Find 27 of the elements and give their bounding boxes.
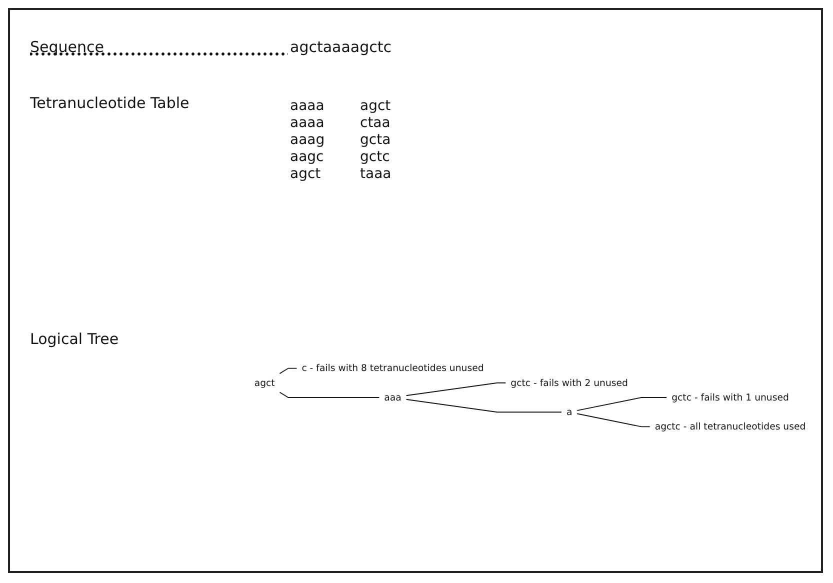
node-text: gctc - fails with 2 unused <box>510 377 628 388</box>
table-cell-text: aaag <box>290 132 326 148</box>
table-cell-text: agct <box>360 98 392 114</box>
connector <box>279 392 380 398</box>
connector <box>279 368 298 374</box>
node-text: c - fails with 8 tetranucleotides unused <box>302 362 484 374</box>
connector <box>576 397 668 412</box>
node-text: gctc - fails with 1 unused <box>672 392 789 403</box>
table-cell-text: aaaa <box>290 115 326 131</box>
table-cell-text: taaa <box>360 166 392 182</box>
node-text: aaa <box>384 392 402 403</box>
connector <box>406 382 506 396</box>
sequence-text: agctaaaagctc <box>290 38 392 56</box>
node-text: agct <box>254 377 275 388</box>
table-cell-text: aagc <box>290 149 325 165</box>
node-text: a <box>566 406 572 418</box>
table-cell-text: ctaa <box>360 115 392 131</box>
table-cell-text: gcta <box>360 132 392 148</box>
node-text: agctc - all tetranucleotides used <box>654 420 806 432</box>
table-cell-text: agct <box>290 166 322 182</box>
section-label: Tetranucleotide Table <box>30 94 190 112</box>
connector <box>406 398 562 413</box>
section-label: Sequence <box>30 38 288 56</box>
section-label: Logical Tree <box>30 330 119 348</box>
connector <box>576 413 651 428</box>
table-cell-text: gctc <box>360 149 391 165</box>
table-cell-text: aaaa <box>290 98 326 114</box>
